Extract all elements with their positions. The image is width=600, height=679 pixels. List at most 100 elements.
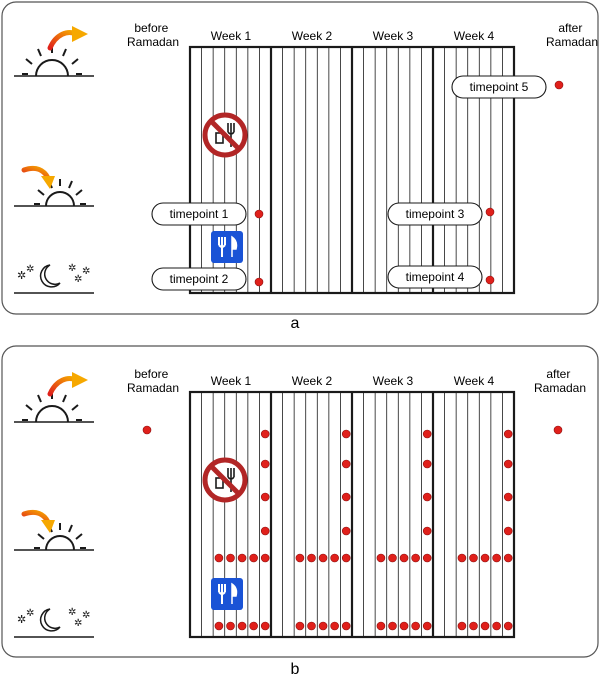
- ramadan-days-grid-b: [188, 390, 516, 639]
- sampling-dot: [341, 429, 351, 439]
- timepoint-3-pill: [387, 202, 483, 226]
- sampling-dot: [399, 621, 409, 631]
- week-1-label-b: Week 1: [211, 374, 252, 388]
- sampling-dot: [422, 492, 432, 502]
- sampling-dot: [330, 621, 339, 631]
- sampling-dot: [341, 553, 351, 563]
- sampling-dot: [422, 553, 432, 563]
- sampling-dot: [260, 492, 270, 502]
- no-food-sign-icon: [205, 115, 245, 155]
- ramadan-frame: [188, 45, 516, 295]
- sampling-dot: [295, 621, 305, 631]
- ramadan-frame: [188, 390, 516, 639]
- food-sign-icon: [210, 577, 244, 611]
- timepoint-3-label: timepoint 3: [406, 207, 465, 221]
- sampling-dot: [457, 621, 467, 631]
- sampling-dot: [422, 526, 432, 536]
- before-ramadan-dot: [142, 425, 152, 435]
- sampling-dot: [330, 553, 339, 563]
- sampling-dot: [411, 621, 420, 631]
- sampling-dot: [318, 553, 328, 563]
- panel-b-border: [1, 345, 599, 658]
- sampling-dot: [422, 621, 432, 631]
- timepoint-2-label: timepoint 2: [170, 272, 229, 286]
- night-sky-icon: [13, 606, 95, 638]
- sampling-dot: [480, 621, 490, 631]
- sampling-dot: [503, 429, 513, 439]
- sampling-dot: [226, 621, 235, 631]
- panel-a-border: [1, 1, 599, 315]
- panel-a: before Ramadan after Ramadan Week 1 Week…: [1, 1, 599, 315]
- sampling-dot: [480, 553, 490, 563]
- timepoint-1-label: timepoint 1: [170, 207, 229, 221]
- sampling-dot: [249, 621, 258, 631]
- sampling-dot: [457, 553, 467, 563]
- sampling-dot: [307, 553, 316, 563]
- sampling-dot: [399, 553, 409, 563]
- after-ramadan-label-a: after Ramadan: [546, 21, 598, 49]
- sampling-dot: [422, 459, 432, 469]
- timepoint-1-dot: [254, 209, 264, 219]
- sampling-dot: [260, 553, 270, 563]
- panel-b: before Ramadan after Ramadan Week 1 Week…: [1, 345, 599, 658]
- timepoint-4-pill: [387, 265, 483, 289]
- sampling-dot: [237, 621, 247, 631]
- sampling-dot: [237, 553, 247, 563]
- no-food-sign-icon: [205, 460, 245, 500]
- ramadan-days-grid-a: [188, 45, 516, 295]
- panel-a-caption: a: [291, 315, 300, 332]
- timepoint-2-pill: [151, 267, 247, 291]
- week-4-label-a: Week 4: [454, 29, 495, 43]
- timepoint-5-pill: [451, 75, 547, 99]
- before-ramadan-label-b: before Ramadan: [127, 367, 179, 395]
- sampling-dot: [503, 459, 513, 469]
- sampling-dot: [503, 492, 513, 502]
- sampling-dot: [341, 621, 351, 631]
- sampling-dots-b: [214, 429, 513, 631]
- sampling-dot: [492, 621, 501, 631]
- sampling-dot: [388, 621, 397, 631]
- sampling-dot: [341, 526, 351, 536]
- sampling-dot: [503, 526, 513, 536]
- timepoint-5-dot: [554, 80, 564, 90]
- food-sign-icon: [210, 230, 244, 264]
- sampling-dot: [469, 553, 478, 563]
- sunset-icon: [14, 512, 94, 550]
- sampling-dot: [503, 553, 513, 563]
- sampling-dot: [260, 526, 270, 536]
- sampling-dot: [226, 553, 235, 563]
- sampling-dot: [469, 621, 478, 631]
- sampling-dot: [260, 459, 270, 469]
- sampling-dot: [260, 429, 270, 439]
- panel-b-caption: b: [291, 661, 300, 678]
- sunrise-icon: [14, 372, 94, 422]
- sampling-dot: [503, 621, 513, 631]
- sampling-dot: [341, 459, 351, 469]
- week-3-label-b: Week 3: [373, 374, 414, 388]
- sampling-dot: [318, 621, 328, 631]
- after-ramadan-dot: [553, 425, 563, 435]
- sampling-dot: [214, 553, 224, 563]
- week-4-label-b: Week 4: [454, 374, 495, 388]
- sampling-dot: [411, 553, 420, 563]
- timepoint-2-dot: [254, 277, 264, 287]
- timepoint-4-dot: [485, 275, 495, 285]
- week-2-label-b: Week 2: [292, 374, 333, 388]
- sampling-dot: [214, 621, 224, 631]
- timepoint-5-label: timepoint 5: [470, 80, 529, 94]
- sampling-dot: [492, 553, 501, 563]
- sampling-dot: [249, 553, 258, 563]
- sunset-icon: [14, 168, 94, 206]
- timepoint-4-label: timepoint 4: [406, 270, 465, 284]
- after-ramadan-label-b: after Ramadan: [534, 367, 586, 395]
- sampling-dot: [295, 553, 305, 563]
- sampling-dot: [307, 621, 316, 631]
- sampling-dot: [376, 553, 386, 563]
- sampling-dot: [388, 553, 397, 563]
- sampling-dot: [422, 429, 432, 439]
- night-sky-icon: [13, 262, 95, 294]
- week-1-label-a: Week 1: [211, 29, 252, 43]
- sampling-dot: [341, 492, 351, 502]
- sampling-dot: [376, 621, 386, 631]
